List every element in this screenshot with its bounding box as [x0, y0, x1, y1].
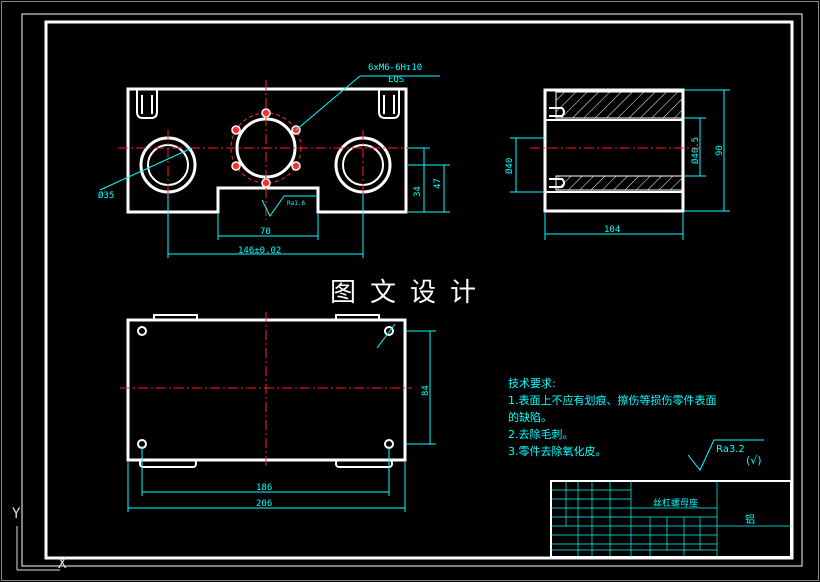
title-block: 丝杠螺母座 铝: [550, 480, 792, 558]
roughness-suffix: (√): [746, 454, 762, 467]
front-view-outline: [126, 87, 408, 214]
notes-line-2: 的缺陷。: [508, 410, 552, 424]
dim-side-length: 104: [604, 225, 620, 235]
front-slot-left: [136, 90, 158, 119]
dim-side-bore: Ø40: [504, 158, 515, 174]
top-dimension-lines: [127, 323, 436, 512]
front-slot-right: [378, 90, 400, 119]
side-dimension-lines: [510, 89, 730, 240]
thread-callout-eqs: EQS: [388, 75, 404, 85]
dim-bore-front: Ø35: [98, 190, 114, 201]
top-centerlines: [120, 312, 412, 468]
roughness-front: Ra1.6: [287, 200, 305, 207]
side-hatch-top: [555, 91, 683, 119]
dim-top-inner-width: 186: [256, 483, 272, 493]
ucs-y-label: Y: [12, 506, 21, 522]
front-centerlines: [118, 80, 418, 220]
dim-height-34: 34: [413, 186, 423, 197]
bore-right-outer: [334, 136, 392, 194]
surface-roughness-symbol: Ra3.2 (√): [687, 439, 764, 471]
side-view-outline: [543, 88, 685, 213]
part-name: 丝杠螺母座: [653, 497, 698, 509]
material: 铝: [745, 514, 755, 526]
dim-top-total-width: 206: [256, 499, 272, 509]
ucs-icon: [16, 526, 60, 571]
dim-side-height: 90: [715, 145, 725, 156]
bore-left-outer: [139, 136, 197, 194]
notes-line-1: 1.表面上不应有划痕、擦伤等损伤零件表面: [508, 393, 717, 407]
drawing-frame: [44, 20, 794, 560]
dim-slot-width: 70: [260, 227, 271, 237]
thread-callout: 6xM6-6H↧10: [368, 63, 422, 73]
ucs-x-label: X: [58, 556, 67, 572]
dim-side-dia: Ø40.5: [690, 137, 701, 164]
side-hatch-bottom: [555, 175, 683, 191]
front-view: 6xM6-6H↧10 EQS Ø35 70 146±0.02 34 47 Ra1…: [98, 63, 450, 258]
dim-total-width: 146±0.02: [238, 246, 281, 256]
dim-height-47: 47: [433, 178, 443, 189]
technical-requirements: 技术要求: 1.表面上不应有划痕、擦伤等损伤零件表面 的缺陷。 2.去除毛刺。 …: [508, 377, 717, 458]
notes-line-3: 2.去除毛刺。: [508, 427, 574, 441]
sheet-border: [21, 13, 803, 567]
front-dimension-lines: [99, 75, 450, 258]
dim-top-height: 84: [421, 385, 431, 396]
watermark-label: 图文设计: [320, 273, 500, 313]
side-view: Ø40 Ø40.5 90 104: [504, 88, 730, 240]
notes-title: 技术要求:: [508, 377, 556, 390]
roughness-value: Ra3.2: [716, 444, 745, 455]
notes-line-4: 3.零件去除氧化皮。: [508, 444, 607, 458]
side-counterbores: [549, 107, 565, 188]
top-view: 84 186 206: [120, 312, 436, 512]
